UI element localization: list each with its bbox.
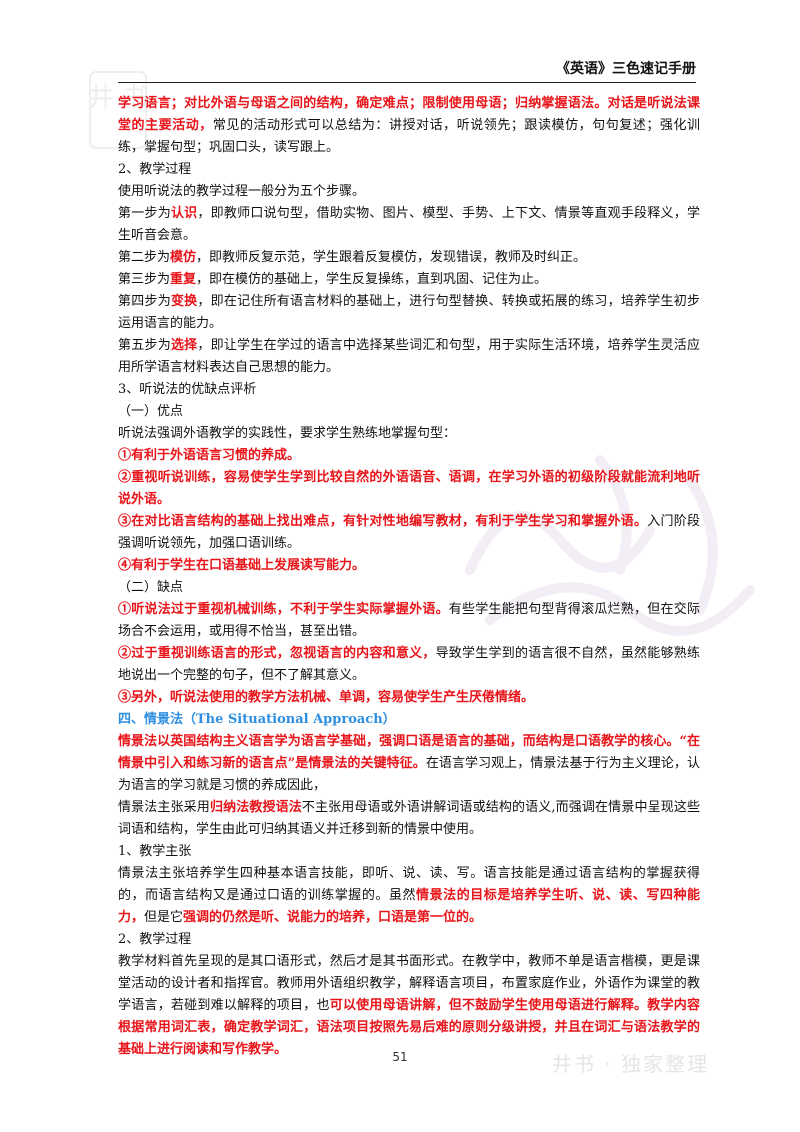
- paragraph: ②重视听说训练，容易使学生学到比较自然的外语语音、语调，在学习外语的初级阶段就能…: [118, 467, 700, 511]
- highlighted-text: 归纳法教授语法: [209, 800, 302, 815]
- body-text: （二）缺点: [118, 580, 184, 595]
- paragraph: ④有利于学生在口语基础上发展读写能力。: [118, 555, 700, 577]
- paragraph: ②过于重视训练语言的形式，忽视语言的内容和意义，导致学生学到的语言很不自然，虽然…: [118, 643, 700, 687]
- highlighted-text: ①听说法过于重视机械训练，不利于学生实际掌握外语。: [118, 602, 449, 617]
- body-text: 1、教学主张: [118, 844, 192, 859]
- paragraph: （二）缺点: [118, 577, 700, 599]
- paragraph: 情景法主张培养学生四种基本语言技能，即听、说、读、写。语言技能是通过语言结构的掌…: [118, 863, 700, 929]
- paragraph: 学习语言；对比外语与母语之间的结构，确定难点；限制使用母语；归纳掌握语法。对话是…: [118, 93, 700, 159]
- highlighted-text: ①有利于外语语言习惯的养成。: [118, 448, 301, 463]
- highlighted-text: ③另外，听说法使用的教学方法机械、单调，容易使学生产生厌倦情绪。: [118, 690, 535, 705]
- paragraph: 第四步为变换，即在记住所有语言材料的基础上，进行句型替换、转换或拓展的练习，培养…: [118, 291, 700, 335]
- body-text: 不主张用母语或外语讲解词语或结构的语义,而强调在情景中呈现这些词语和结构，学生由…: [118, 800, 700, 837]
- body-text: 情景法主张采用: [118, 800, 210, 815]
- paragraph: 2、教学过程: [118, 929, 700, 951]
- paragraph: 第二步为模仿，即教师反复示范，学生跟着反复模仿，发现错误，教师及时纠正。: [118, 247, 700, 269]
- paragraph: 教学材料首先呈现的是其口语形式，然后才是其书面形式。在教学中，教师不单是语言楷模…: [118, 951, 700, 1061]
- highlighted-text: ②重视听说训练，容易使学生学到比较自然的外语语音、语调，在学习外语的初级阶段就能…: [118, 470, 700, 507]
- body-text: ，即在记住所有语言材料的基础上，进行句型替换、转换或拓展的练习，培养学生初步运用…: [118, 294, 700, 331]
- paragraph: ①有利于外语语言习惯的养成。: [118, 445, 700, 467]
- body-text: 入门阶段强调听说领先，加强口语训练。: [118, 514, 700, 551]
- document-body: 学习语言；对比外语与母语之间的结构，确定难点；限制使用母语；归纳掌握语法。对话是…: [118, 93, 700, 1061]
- body-text: ，即教师反复示范，学生跟着反复模仿，发现错误，教师及时纠正。: [196, 250, 587, 265]
- paragraph: 情景法以英国结构主义语言学为语言学基础，强调口语是语言的基础，而结构是口语教学的…: [118, 731, 700, 797]
- body-text: 2、教学过程: [118, 162, 192, 177]
- body-text: 情景法主张培养学生四种基本语言技能，即听、说、读、写。语言技能是通过语言结构的掌…: [118, 866, 700, 903]
- highlighted-text: 重复: [170, 272, 197, 287]
- body-text: 第一步为: [118, 206, 171, 221]
- paragraph: （一）优点: [118, 401, 700, 423]
- paragraph: 使用听说法的教学过程一般分为五个步骤。: [118, 181, 700, 203]
- body-text: 在语言学习观上，情景法基于行为主义理论，认为语言的学习就是习惯的养成因此，: [118, 756, 700, 793]
- highlighted-text: 情景法以英国结构主义语言学为语言学基础，强调口语是语言的基础，而结构是口语教学的…: [118, 734, 700, 771]
- highlighted-text: 认识: [170, 206, 198, 221]
- body-text: 但是它: [144, 910, 184, 925]
- watermark-logo-top-char: 井 书: [88, 83, 148, 113]
- page-number: 51: [392, 1050, 408, 1064]
- body-text: 2、教学过程: [118, 932, 192, 947]
- highlighted-text: ④有利于学生在口语基础上发展读写能力。: [118, 558, 366, 573]
- paragraph: 第一步为认识，即教师口说句型，借助实物、图片、模型、手势、上下文、情景等直观手段…: [118, 203, 700, 247]
- paragraph: 1、教学主张: [118, 841, 700, 863]
- body-text: ，即在模仿的基础上，学生反复操练，直到巩固、记住为止。: [196, 272, 548, 287]
- body-text: 听说法强调外语教学的实践性，要求学生熟练地掌握句型：: [118, 426, 457, 441]
- paragraph: 听说法强调外语教学的实践性，要求学生熟练地掌握句型：: [118, 423, 700, 445]
- highlighted-text: 变换: [170, 294, 198, 309]
- paragraph: 2、教学过程: [118, 159, 700, 181]
- paragraph: 四、情景法（The Situational Approach）: [118, 709, 700, 731]
- watermark-text: 井书 · 独家整理: [552, 1052, 710, 1076]
- body-text: 常见的活动形式可以总结为：讲授对话，听说领先；跟读模仿，句句复述；强化训练，掌握…: [118, 118, 700, 155]
- page-header: 《英语》三色速记手册: [118, 58, 696, 83]
- body-text: 有些学生能把句型背得滚瓜烂熟，但在交际场合不会运用，或用得不恰当，甚至出错。: [118, 602, 700, 639]
- body-text: 第四步为: [118, 294, 171, 309]
- paragraph: 情景法主张采用归纳法教授语法不主张用母语或外语讲解词语或结构的语义,而强调在情景…: [118, 797, 700, 841]
- highlighted-text: 情景法的目标是培养学生听、说、读、写四种能力，: [118, 888, 700, 925]
- watermark-logo: 井 书: [88, 71, 148, 149]
- body-text: ，即教师口说句型，借助实物、图片、模型、手势、上下文、情景等直观手段释义，学生听…: [118, 206, 700, 243]
- highlighted-text: 学习语言；对比外语与母语之间的结构，确定难点；限制使用母语；归纳掌握语法。对话是…: [118, 96, 700, 133]
- paragraph: 3、听说法的优缺点评析: [118, 379, 700, 401]
- body-text: （一）优点: [118, 404, 184, 419]
- watermark-center-seal: [465, 455, 755, 636]
- paragraph: ①听说法过于重视机械训练，不利于学生实际掌握外语。有些学生能把句型背得滚瓜烂熟，…: [118, 599, 700, 643]
- body-text: 第二步为: [118, 250, 171, 265]
- section-heading: 四、情景法（The Situational Approach）: [118, 712, 396, 727]
- body-text: 第三步为: [118, 272, 171, 287]
- body-text: ，即让学生在学过的语言中选择某些词汇和句型，用于实际生活环境，培养学生灵活应用所…: [118, 338, 700, 375]
- paragraph: ③在对比语言结构的基础上找出难点，有针对性地编写教材，有利于学生学习和掌握外语。…: [118, 511, 700, 555]
- paragraph: 第五步为选择，即让学生在学过的语言中选择某些词汇和句型，用于实际生活环境，培养学…: [118, 335, 700, 379]
- highlighted-text: ③在对比语言结构的基础上找出难点，有针对性地编写教材，有利于学生学习和掌握外语。: [118, 514, 648, 529]
- highlighted-text: ②过于重视训练语言的形式，忽视语言的内容和意义，: [118, 646, 436, 661]
- header-title: 《英语》三色速记手册: [556, 61, 696, 77]
- body-text: 导致学生学到的语言很不自然，虽然能够熟练地说出一个完整的句子，但不了解其意义。: [118, 646, 700, 683]
- highlighted-text: 可以使用母语讲解，但不鼓励学生使用母语进行解释。教学内容根据常用词汇表，确定教学…: [118, 998, 700, 1057]
- body-text: 第五步为: [118, 338, 171, 353]
- body-text: 3、听说法的优缺点评析: [118, 382, 257, 397]
- paragraph: 第三步为重复，即在模仿的基础上，学生反复操练，直到巩固、记住为止。: [118, 269, 700, 291]
- body-text: 使用听说法的教学过程一般分为五个步骤。: [118, 184, 366, 199]
- highlighted-text: 模仿: [170, 250, 197, 265]
- highlighted-text: 选择: [170, 338, 198, 353]
- paragraph: ③另外，听说法使用的教学方法机械、单调，容易使学生产生厌倦情绪。: [118, 687, 700, 709]
- highlighted-text: 强调的仍然是听、说能力的培养，口语是第一位的。: [183, 910, 483, 925]
- body-text: 教学材料首先呈现的是其口语形式，然后才是其书面形式。在教学中，教师不单是语言楷模…: [118, 954, 700, 1013]
